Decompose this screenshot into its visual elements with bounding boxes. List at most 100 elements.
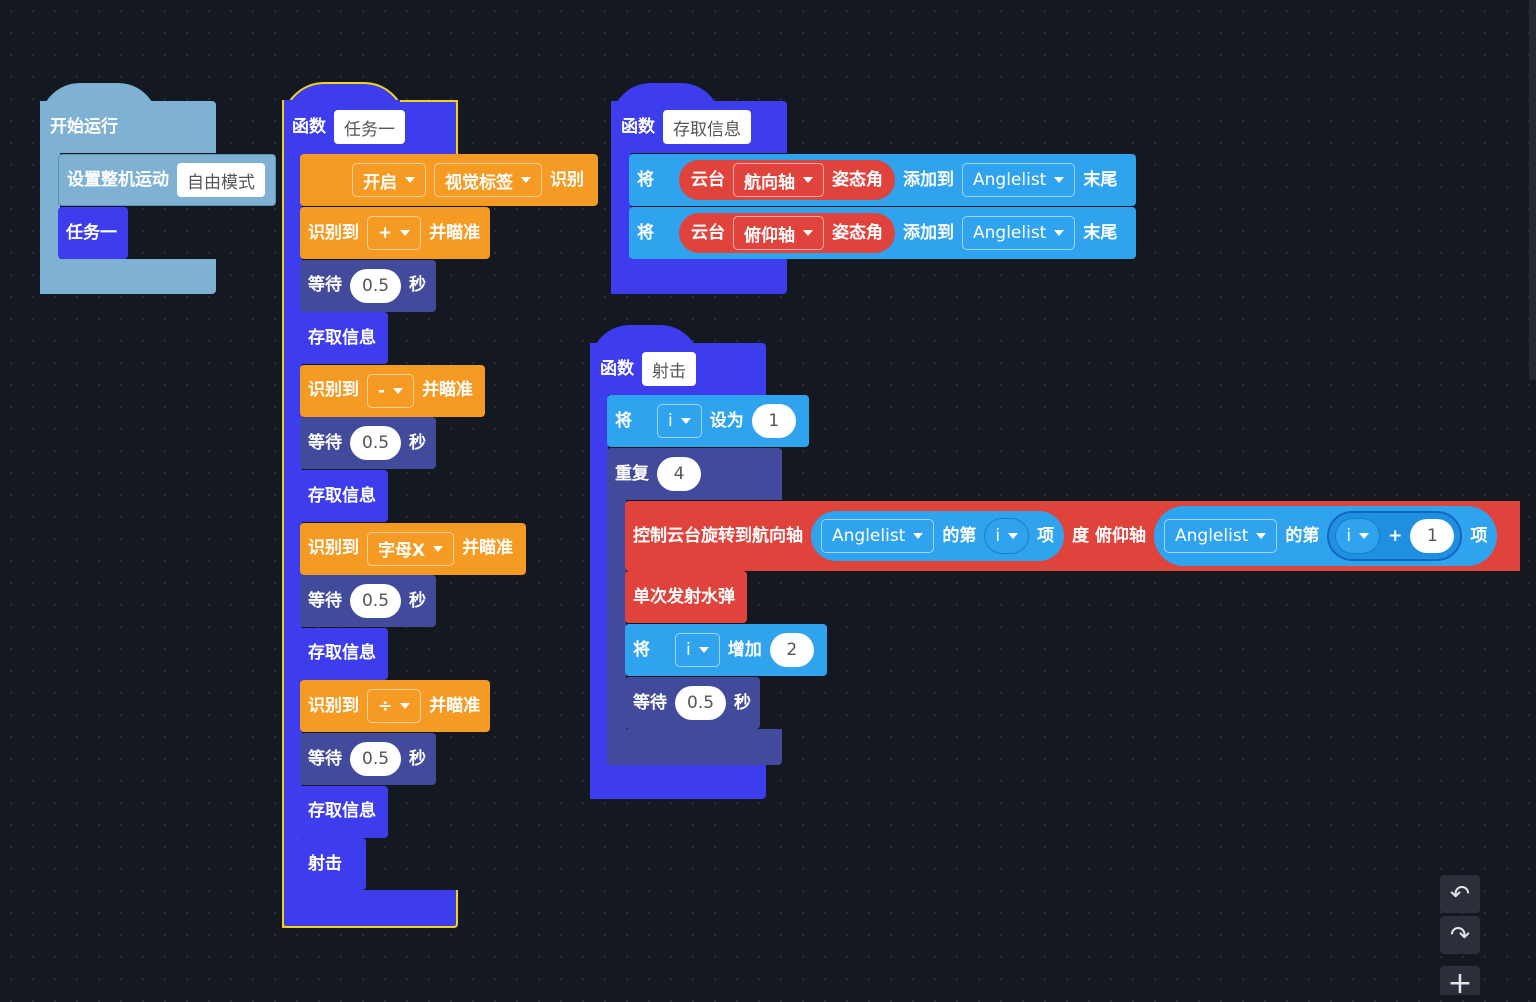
set-motion-label: 设置整机运动 — [67, 169, 169, 190]
pitch-index-value: i — [1346, 525, 1352, 546]
vision-type-value: 视觉标签 — [445, 172, 513, 193]
repeat-spine — [607, 495, 626, 765]
pitch-index-add-reporter[interactable]: i + 1 — [1327, 511, 1463, 561]
set-var-block[interactable]: 将 i 设为 1 — [607, 395, 809, 447]
aim-label: 并瞄准 — [422, 380, 474, 401]
gimbal-label: 云台 — [691, 222, 725, 243]
undo-button[interactable]: ↶ — [1440, 875, 1480, 913]
pitch-list-item-reporter[interactable]: Anglelist 的第 i + 1 项 — [1154, 506, 1498, 566]
heading-index-var[interactable]: i — [984, 518, 1030, 554]
heading-list-dropdown[interactable]: Anglelist — [821, 519, 935, 553]
detect-target-dropdown[interactable]: - — [367, 373, 415, 408]
heading-axis-dropdown[interactable]: 航向轴 — [733, 163, 824, 197]
shoot-wait-block[interactable]: 等待 0.5 秒 — [625, 677, 760, 729]
chevron-down-icon — [698, 647, 709, 653]
detect-label: 识别到 — [308, 695, 359, 716]
call-function-block[interactable]: 存取信息 — [300, 470, 388, 522]
motion-mode-field[interactable]: 自由模式 — [177, 163, 265, 197]
gimbal-heading-reporter[interactable]: 云台 航向轴 姿态角 — [679, 160, 895, 200]
start-hat-block[interactable] — [40, 101, 216, 153]
task-function-name-field[interactable]: 任务一 — [334, 110, 405, 144]
vision-type-dropdown[interactable]: 视觉标签 — [434, 163, 542, 197]
pitch-list-dropdown[interactable]: Anglelist — [1164, 519, 1278, 553]
shoot-header-row: 函数 射击 — [592, 343, 704, 395]
wait-seconds-input[interactable]: 0.5 — [675, 686, 727, 720]
chevron-down-icon — [405, 177, 415, 183]
attitude-label: 姿态角 — [832, 222, 883, 243]
detect-target-value: - — [378, 380, 386, 401]
call-task-one-block[interactable]: 任务一 — [58, 207, 128, 259]
add-to-label: 添加到 — [903, 222, 954, 243]
pitch-axis-value: 俯仰轴 — [744, 225, 795, 246]
enable-toggle-dropdown[interactable]: 开启 — [352, 163, 426, 197]
detect-target-dropdown[interactable]: ÷ — [367, 689, 422, 724]
heading-list-item-reporter[interactable]: Anglelist 的第 i 项 — [811, 511, 1065, 561]
call-function-block[interactable]: 存取信息 — [300, 785, 388, 838]
call-function-block[interactable]: 射击 — [300, 838, 366, 891]
fire-water-bullet-block[interactable]: 单次发射水弹 — [625, 571, 747, 623]
task-hat-top-edge — [400, 100, 458, 102]
heading-list-value: Anglelist — [832, 526, 906, 546]
repeat-count-input[interactable]: 4 — [657, 457, 701, 491]
call-function-block[interactable]: 存取信息 — [300, 627, 388, 680]
seconds-label: 秒 — [409, 275, 427, 296]
start-bottom-arm — [40, 259, 216, 294]
wait-seconds-input[interactable]: 0.5 — [350, 584, 402, 619]
shoot-function-name-field[interactable]: 射击 — [642, 352, 696, 386]
set-motion-block[interactable]: 设置整机运动 自由模式 — [58, 154, 276, 206]
function-call-label: 存取信息 — [308, 327, 376, 348]
chevron-down-icon — [1008, 533, 1019, 539]
task-bottom-arm — [282, 890, 458, 928]
append-heading-block[interactable]: 将 云台 航向轴 姿态角 添加到 Anglelist 末尾 — [629, 154, 1136, 206]
attitude-label: 姿态角 — [832, 169, 883, 190]
append-prefix-label: 将 — [637, 169, 654, 190]
list-dropdown[interactable]: Anglelist — [962, 216, 1076, 250]
rotate-gimbal-block[interactable]: 控制云台旋转到航向轴 Anglelist 的第 i 项 度 俯仰轴 Anglel… — [625, 501, 1520, 571]
call-function-block[interactable]: 存取信息 — [300, 312, 388, 365]
plus-operator: + — [1388, 525, 1403, 546]
pitch-axis-dropdown[interactable]: 俯仰轴 — [733, 216, 824, 250]
detect-target-dropdown[interactable]: 字母X — [367, 531, 455, 566]
detect-target-dropdown[interactable]: + — [367, 216, 422, 250]
increment-var-block[interactable]: 将 i 增加 2 — [625, 624, 827, 676]
gimbal-pitch-reporter[interactable]: 云台 俯仰轴 姿态角 — [679, 213, 895, 253]
pitch-index-var[interactable]: i — [1335, 518, 1381, 554]
set-var-prefix: 将 — [615, 410, 632, 431]
function-call-label: 存取信息 — [308, 801, 376, 822]
start-hat-label: 开始运行 — [50, 116, 118, 137]
detect-aim-block[interactable]: 识别到÷并瞄准 — [300, 680, 490, 733]
detect-aim-block[interactable]: 识别到+并瞄准 — [300, 207, 490, 259]
wait-seconds-input[interactable]: 0.5 — [350, 426, 402, 461]
detect-target-value: 字母X — [378, 541, 426, 562]
call-task-one-label: 任务一 — [66, 222, 117, 243]
store-spine — [611, 150, 631, 294]
zoom-in-button[interactable]: + — [1440, 966, 1480, 1001]
shoot-spine — [590, 390, 608, 799]
store-function-name-field[interactable]: 存取信息 — [663, 110, 751, 144]
set-var-dropdown[interactable]: i — [657, 404, 702, 438]
redo-icon: ↷ — [1449, 921, 1471, 949]
append-pitch-block[interactable]: 将 云台 俯仰轴 姿态角 添加到 Anglelist 末尾 — [629, 207, 1136, 259]
wait-seconds-input[interactable]: 0.5 — [350, 268, 402, 303]
shoot-bottom-arm — [590, 764, 766, 799]
detect-aim-block[interactable]: 识别到-并瞄准 — [300, 364, 485, 417]
chevron-down-icon — [433, 545, 444, 552]
increment-value-input[interactable]: 2 — [769, 633, 814, 667]
set-value-input[interactable]: 1 — [751, 404, 796, 438]
chevron-down-icon — [803, 177, 813, 183]
wait-seconds-input[interactable]: 0.5 — [350, 742, 402, 776]
add-operand-input[interactable]: 1 — [1410, 519, 1455, 553]
list-dropdown[interactable]: Anglelist — [962, 163, 1076, 197]
redo-button[interactable]: ↷ — [1440, 916, 1480, 954]
function-call-label: 存取信息 — [308, 485, 376, 506]
increment-var-dropdown[interactable]: i — [675, 633, 720, 667]
enable-vision-block[interactable]: 开启 视觉标签 识别 — [300, 154, 598, 206]
canvas-scrollbar[interactable] — [1529, 0, 1536, 380]
chevron-down-icon — [1054, 230, 1065, 236]
set-var-value: i — [668, 411, 673, 431]
